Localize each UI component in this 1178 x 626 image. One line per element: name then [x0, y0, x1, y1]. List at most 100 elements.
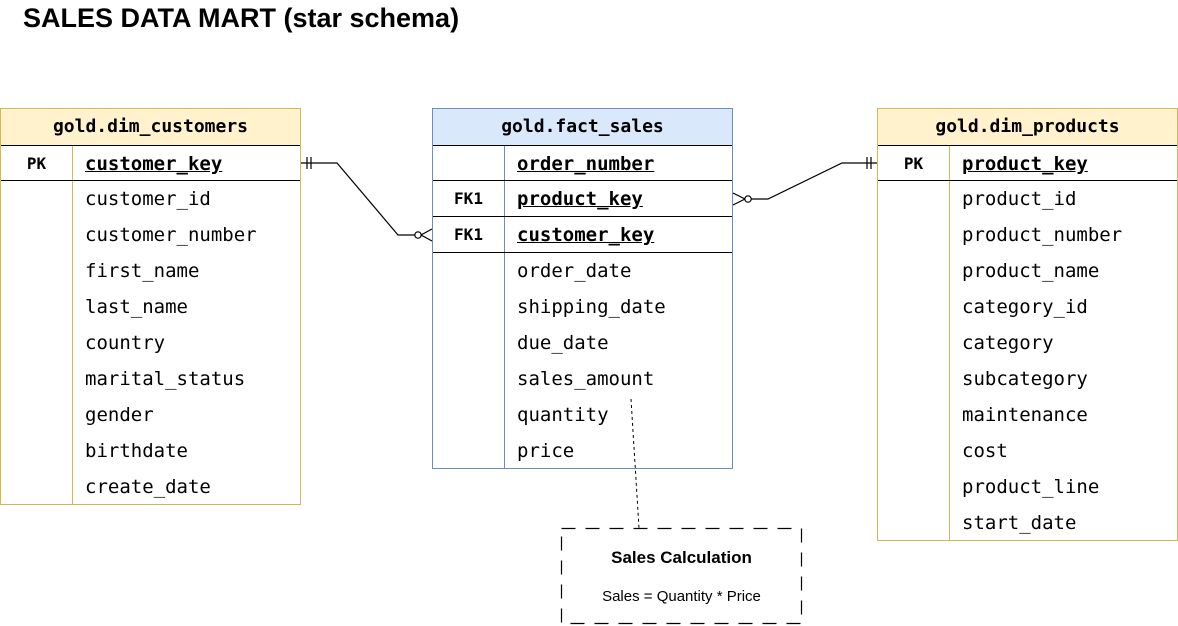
key-marker: [1, 289, 73, 325]
key-marker: [433, 253, 505, 289]
column-name: sales_amount: [517, 368, 655, 390]
table-row: PK product_key: [878, 145, 1177, 181]
table-header: gold.dim_products: [878, 109, 1177, 145]
note-border: [560, 527, 803, 625]
column-name: product_line: [962, 476, 1100, 498]
column-name: first_name: [85, 260, 200, 282]
key-marker: [878, 469, 950, 505]
column-name: product_name: [962, 260, 1100, 282]
key-marker: [878, 505, 950, 541]
key-marker: [878, 217, 950, 253]
table-row: product_name: [878, 253, 1177, 289]
key-marker: [433, 433, 505, 469]
table-row: marital_status: [1, 361, 300, 397]
column-name: product_key: [962, 153, 1088, 175]
column-name: product_number: [962, 224, 1123, 246]
table-row: sales_amount: [433, 361, 732, 397]
table-row: cost: [878, 433, 1177, 469]
key-marker: FK1: [433, 181, 505, 216]
column-name: maintenance: [962, 404, 1088, 426]
table-row: quantity: [433, 397, 732, 433]
column-name: category_id: [962, 296, 1088, 318]
table-row: start_date: [878, 505, 1177, 541]
key-marker: [433, 289, 505, 325]
table-row: gender: [1, 397, 300, 433]
table-row: FK1 product_key: [433, 181, 732, 217]
column-name: price: [517, 440, 575, 462]
table-header: gold.dim_customers: [1, 109, 300, 145]
column-name: customer_number: [85, 224, 257, 246]
column-name: gender: [85, 404, 154, 426]
column-name: product_id: [962, 188, 1077, 210]
key-marker: [1, 181, 73, 217]
table-row: create_date: [1, 469, 300, 505]
column-name: customer_key: [85, 153, 223, 175]
key-marker: PK: [878, 146, 950, 180]
key-marker: [433, 397, 505, 433]
column-name: category: [962, 332, 1054, 354]
column-name: shipping_date: [517, 296, 666, 318]
note-link-line: [630, 398, 640, 529]
table-row: customer_id: [1, 181, 300, 217]
table-header: gold.fact_sales: [433, 109, 732, 145]
table-row: shipping_date: [433, 289, 732, 325]
table-row: last_name: [1, 289, 300, 325]
table-row: PK customer_key: [1, 145, 300, 181]
customers-to-sales-connector: [301, 157, 433, 242]
table-row: country: [1, 325, 300, 361]
table-row: order_date: [433, 253, 732, 289]
column-name: country: [85, 332, 166, 354]
key-marker: [1, 361, 73, 397]
table-row: product_line: [878, 469, 1177, 505]
column-name: quantity: [517, 404, 609, 426]
column-name: product_key: [517, 188, 643, 210]
column-name: customer_id: [85, 188, 211, 210]
table-row: product_id: [878, 181, 1177, 217]
key-marker: [878, 433, 950, 469]
column-name: customer_key: [517, 224, 655, 246]
key-marker: [1, 469, 73, 505]
table-dim-customers[interactable]: gold.dim_customers PK customer_key custo…: [0, 108, 301, 505]
table-row: product_number: [878, 217, 1177, 253]
column-name: order_date: [517, 260, 632, 282]
table-row: order_number: [433, 145, 732, 181]
table-row: category_id: [878, 289, 1177, 325]
column-name: marital_status: [85, 368, 246, 390]
key-marker: [1, 433, 73, 469]
key-marker: PK: [1, 146, 73, 180]
column-name: order_number: [517, 153, 655, 175]
column-name: due_date: [517, 332, 609, 354]
key-marker: [878, 289, 950, 325]
table-row: maintenance: [878, 397, 1177, 433]
key-marker: [878, 181, 950, 217]
note-formula: Sales = Quantity * Price: [602, 588, 761, 605]
key-marker: [1, 253, 73, 289]
column-name: start_date: [962, 512, 1077, 534]
key-marker: [1, 325, 73, 361]
key-marker: [433, 361, 505, 397]
key-marker: [1, 397, 73, 433]
table-fact-sales[interactable]: gold.fact_sales order_number FK1 product…: [432, 108, 733, 469]
table-row: customer_number: [1, 217, 300, 253]
table-row: category: [878, 325, 1177, 361]
sales-calculation-note: Sales Calculation Sales = Quantity * Pri…: [561, 528, 802, 624]
key-marker: [878, 397, 950, 433]
products-to-sales-connector: [732, 157, 877, 206]
table-row: first_name: [1, 253, 300, 289]
note-title: Sales Calculation: [611, 548, 752, 567]
column-name: create_date: [85, 476, 211, 498]
diagram-title: SALES DATA MART (star schema): [23, 3, 460, 33]
key-marker: [878, 253, 950, 289]
table-row: FK1 customer_key: [433, 217, 732, 253]
column-name: subcategory: [962, 368, 1088, 390]
table-row: price: [433, 433, 732, 469]
column-name: birthdate: [85, 440, 188, 462]
key-marker: [878, 361, 950, 397]
key-marker: [878, 325, 950, 361]
table-row: due_date: [433, 325, 732, 361]
column-name: last_name: [85, 296, 188, 318]
table-row: birthdate: [1, 433, 300, 469]
key-marker: [1, 217, 73, 253]
table-dim-products[interactable]: gold.dim_products PK product_key product…: [877, 108, 1178, 541]
